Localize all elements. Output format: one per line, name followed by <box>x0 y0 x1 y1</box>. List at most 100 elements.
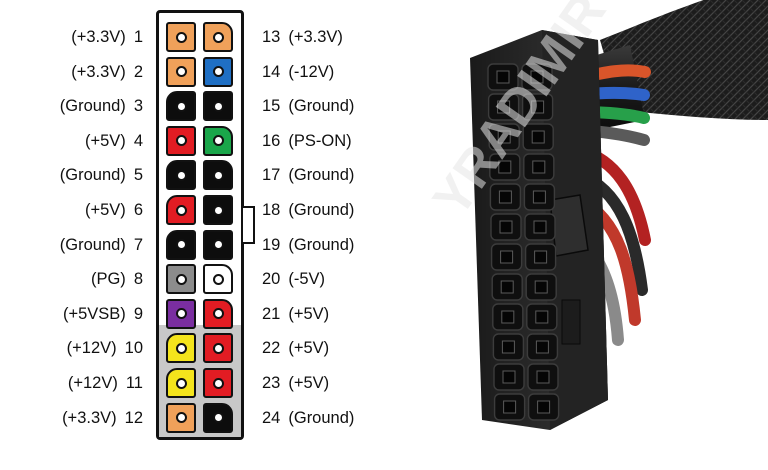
right-pin-label: 16(PS-ON) <box>262 131 352 151</box>
pin-hole <box>212 273 224 285</box>
pin-hole <box>175 308 187 320</box>
pin-number: 4 <box>133 131 143 150</box>
pin-number: 21 <box>262 304 281 323</box>
left-pin-label: (+5V) 6 <box>85 200 143 220</box>
pin-hole <box>212 412 224 424</box>
socket-hole <box>500 250 514 264</box>
pin-signal-label: (+5V) <box>288 374 330 392</box>
right-pin-15 <box>203 91 233 122</box>
pin-signal-label: (-5V) <box>288 270 326 289</box>
pin-hole <box>175 412 187 424</box>
left-pin-7 <box>166 229 196 260</box>
pin-number: 2 <box>133 62 143 81</box>
pin-signal-label: (+5V) <box>288 339 330 358</box>
pin-signal-label: (Ground) <box>288 166 355 185</box>
left-pin-label: (+3.3V) 2 <box>71 62 143 82</box>
connector-photo: YRADIMIR <box>430 0 768 430</box>
socket-hole <box>498 160 512 174</box>
pin-number: 1 <box>133 28 143 46</box>
right-pin-14 <box>203 56 233 87</box>
pin-signal-label: (Ground) <box>59 97 126 116</box>
left-pin-5 <box>166 160 196 191</box>
pin-signal-label: (Ground) <box>288 235 355 254</box>
right-pin-21 <box>203 298 233 329</box>
socket-hole <box>532 160 546 174</box>
right-pin-label: 13 (+3.3V) <box>262 27 343 47</box>
pin-hole <box>212 31 224 43</box>
right-pin-16 <box>203 125 233 156</box>
right-pin-18 <box>203 195 233 225</box>
left-pin-8 <box>166 264 196 295</box>
right-pin-17 <box>203 160 233 191</box>
socket-hole <box>532 190 546 204</box>
pin-hole <box>212 204 224 216</box>
pin-number: 13 <box>262 28 281 46</box>
pin-hole <box>175 342 187 354</box>
left-pin-label: (Ground)3 <box>60 96 143 116</box>
socket-hole <box>531 100 545 114</box>
pin-hole <box>212 308 224 320</box>
socket-hole <box>536 370 550 384</box>
pin-hole <box>212 135 224 147</box>
socket-hole <box>534 250 548 264</box>
left-pin-12 <box>166 402 196 433</box>
left-pin-label: (+5VSB)9 <box>63 304 143 324</box>
left-pin-1 <box>166 22 196 52</box>
left-pin-10 <box>166 333 196 364</box>
pin-number: 6 <box>133 201 143 219</box>
socket-hole <box>497 100 511 114</box>
pin-hole <box>175 100 187 112</box>
pin-number: 20 <box>262 270 281 289</box>
pin-signal-label: (+3.3V) <box>71 28 126 46</box>
pin-signal-label: (+12V) <box>67 374 118 392</box>
socket-hole <box>535 340 549 354</box>
socket-hole <box>531 130 545 144</box>
pin-hole <box>175 273 187 285</box>
socket-hole <box>497 130 511 144</box>
pin-signal-label: (PS-ON) <box>288 131 352 150</box>
left-pin-label: (+3.3V)12 <box>62 408 143 428</box>
socket-hole <box>496 70 510 84</box>
left-pin-4 <box>166 125 196 156</box>
socket-hole <box>500 280 514 294</box>
pin-signal-label: (+5V) <box>85 201 126 219</box>
left-pin-label: (+12V)10 <box>67 338 143 358</box>
socket-hole <box>535 310 549 324</box>
right-pin-23 <box>203 368 233 398</box>
socket-hole <box>537 400 551 414</box>
pin-number: 19 <box>262 235 281 254</box>
socket-hole <box>533 220 547 234</box>
pin-hole <box>212 342 224 354</box>
socket-hole <box>530 70 544 84</box>
right-pin-label: 19 (Ground) <box>262 235 354 255</box>
left-pin-label: (Ground)7 <box>60 235 143 255</box>
pin-number: 23 <box>262 374 281 392</box>
socket-hole <box>502 370 516 384</box>
pin-number: 8 <box>133 270 143 289</box>
socket-hole <box>534 280 548 294</box>
pin-signal-label: (Ground) <box>59 235 126 254</box>
pin-hole <box>212 377 224 389</box>
pin-hole <box>175 31 187 43</box>
right-pin-24 <box>203 402 233 433</box>
right-pin-label: 22(+5V) <box>262 338 329 358</box>
socket-hole <box>501 310 515 324</box>
pin-hole <box>175 377 187 389</box>
pin-hole <box>175 204 187 216</box>
pin-hole <box>175 239 187 251</box>
pin-signal-label: (+3.3V) <box>71 62 126 81</box>
left-pin-label: (+3.3V) 1 <box>71 27 143 47</box>
pin-number: 17 <box>262 166 281 185</box>
right-pin-label: 23 (+5V) <box>262 373 329 393</box>
pin-number: 10 <box>124 339 143 358</box>
pin-signal-label: (+5VSB) <box>62 304 126 323</box>
left-pin-label: (+5V)4 <box>85 131 143 151</box>
pin-hole <box>212 66 224 78</box>
pin-signal-label: (Ground) <box>59 166 126 185</box>
pin-signal-label: (+3.3V) <box>288 28 343 46</box>
pin-hole <box>175 169 187 181</box>
pin-number: 14 <box>262 62 281 81</box>
pin-hole <box>175 135 187 147</box>
pin-number: 5 <box>133 166 143 185</box>
